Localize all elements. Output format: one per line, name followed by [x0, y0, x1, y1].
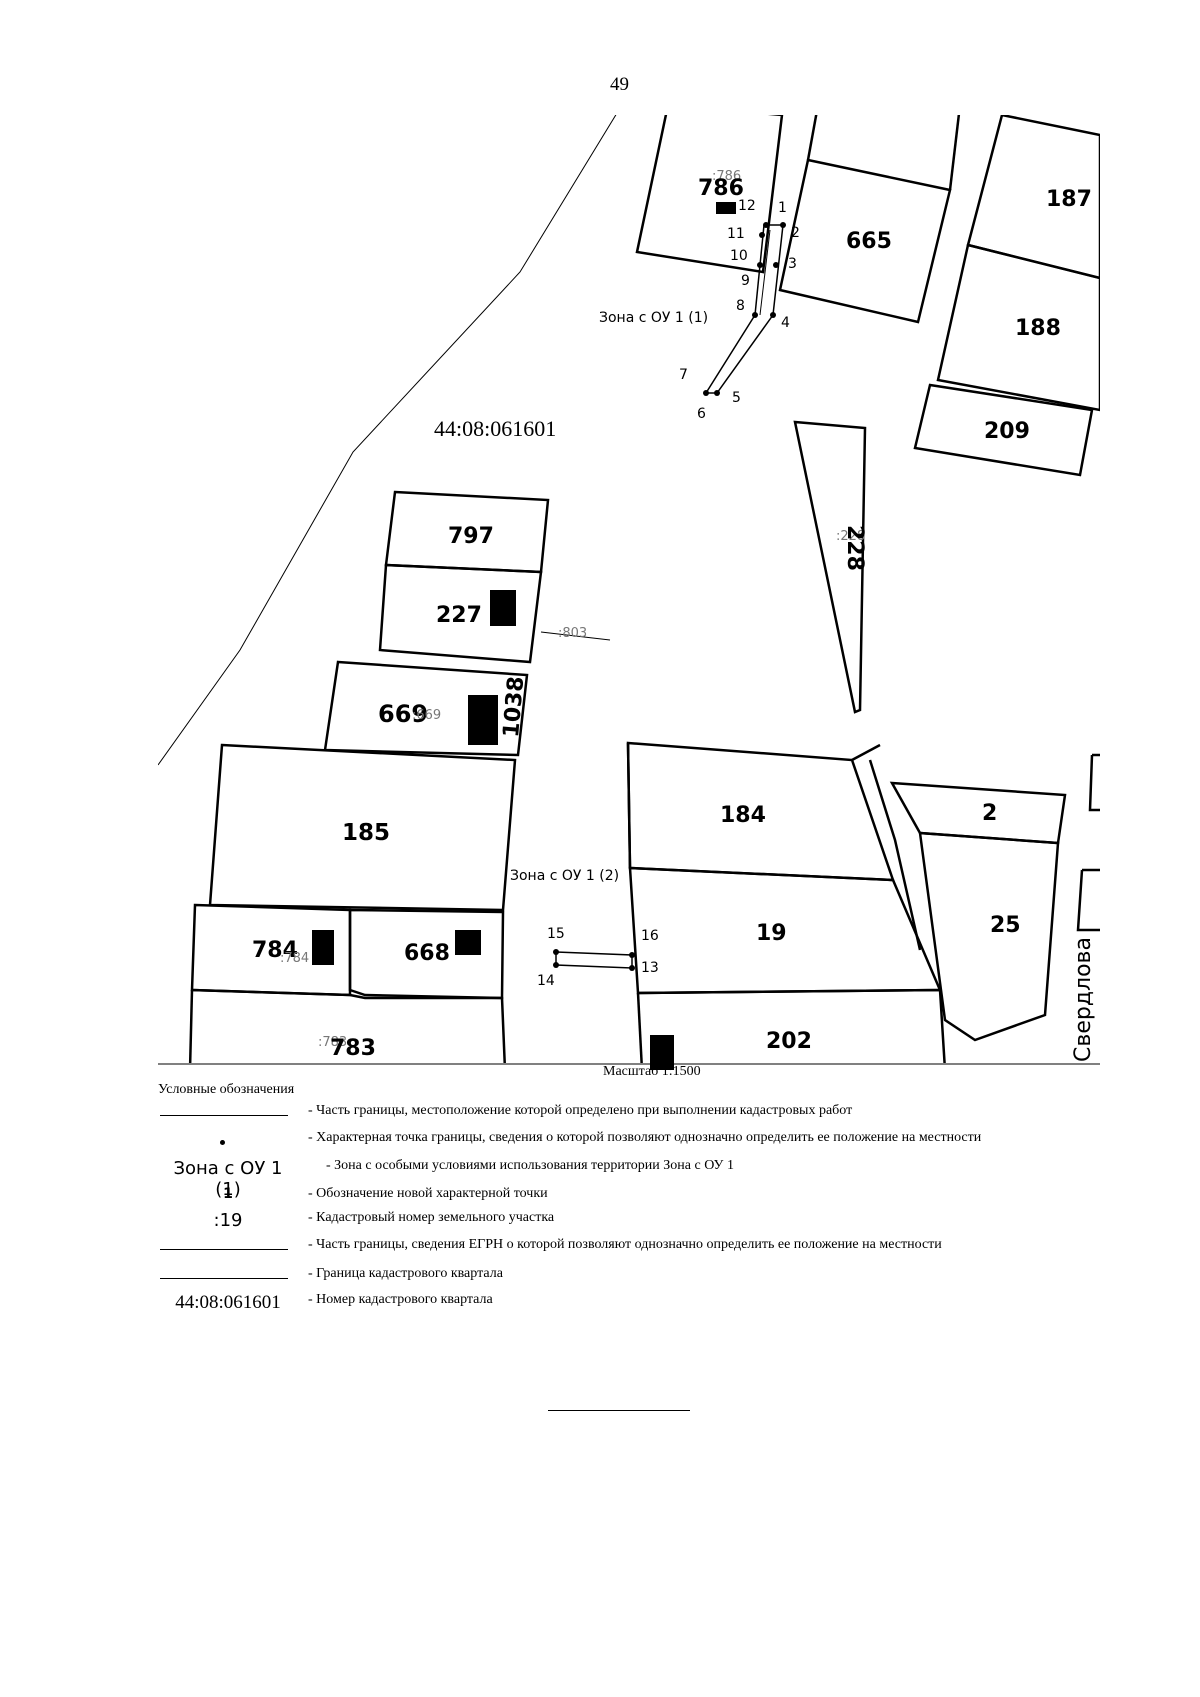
parcel-185: 185 — [342, 820, 390, 846]
parcel-209: 209 — [984, 419, 1030, 444]
parcel-668-outline — [348, 908, 505, 1000]
parcel-187-outline — [966, 115, 1100, 280]
parcel-669-outline — [323, 660, 529, 757]
legend-row-1: - Часть границы, местоположение которой … — [158, 1103, 1188, 1129]
point-15: 15 — [547, 926, 565, 942]
zone-2-label: Зона с ОУ 1 (2) — [510, 868, 619, 884]
point-7: 7 — [679, 367, 688, 383]
point-1: 1 — [778, 200, 787, 216]
point-16: 16 — [641, 928, 659, 944]
parcel-25: 25 — [990, 913, 1021, 938]
buildings — [312, 202, 736, 1070]
legend-text-2: - Характерная точка границы, сведения о … — [308, 1130, 982, 1145]
zone-2-strip — [555, 951, 633, 969]
legend-symbol-quarter-number: 44:08:061601 — [175, 1292, 281, 1313]
point-11: 11 — [727, 226, 745, 242]
parcel-1038: 1038 — [499, 675, 529, 738]
point-14: 14 — [537, 973, 555, 989]
parcel-209-outline — [913, 383, 1094, 477]
parcel-188-outline — [936, 243, 1100, 412]
street-label: Свердлова — [1071, 937, 1096, 1062]
parcel-665-outline — [778, 158, 952, 324]
parcel-786-outline — [635, 115, 784, 274]
parcel-2: 2 — [982, 801, 997, 826]
point-4: 4 — [781, 315, 790, 331]
parcel-228-small: :228 — [836, 529, 865, 544]
scale-label: Масштаб 1:1500 — [603, 1064, 701, 1079]
parcel-668: 668 — [404, 941, 450, 966]
quarter-boundary — [158, 115, 617, 766]
parcel-784-small: :784 — [280, 951, 309, 966]
cadastral-map: 44:08:061601 Зона с ОУ 1 (1) Зона с ОУ 1… — [158, 115, 1100, 1070]
legend-title: Условные обозначения — [158, 1082, 295, 1097]
parcel-783-small: :783 — [318, 1035, 347, 1050]
point-9: 9 — [741, 273, 750, 289]
legend-symbol-zone: Зона с ОУ 1 (1) — [173, 1158, 283, 1200]
point-8: 8 — [736, 298, 745, 314]
parcel-797: 797 — [448, 524, 494, 549]
point-2: 2 — [791, 225, 800, 241]
legend-symbol-parcel-number: :19 — [213, 1210, 243, 1231]
legend-text-6: - Часть границы, сведения ЕГРН о которой… — [308, 1237, 942, 1252]
point-10: 10 — [730, 248, 748, 264]
parcel-2-outline — [889, 781, 1067, 845]
legend-text-5: - Кадастровый номер земельного участка — [308, 1210, 555, 1225]
legend-row-6: - Часть границы, сведения ЕГРН о которой… — [158, 1237, 1188, 1263]
legend-row-4: 1 - Обозначение новой характерной точки — [158, 1186, 1188, 1212]
point-13: 13 — [641, 960, 659, 976]
parcel-669-small: :669 — [412, 708, 441, 723]
point-6: 6 — [697, 406, 706, 422]
parcel-19: 19 — [756, 921, 787, 946]
parcel-202: 202 — [766, 1029, 812, 1054]
legend-row-3: Зона с ОУ 1 (1) - Зона с особыми условия… — [158, 1158, 1188, 1200]
legend-text-4: - Обозначение новой характерной точки — [308, 1186, 548, 1201]
parcel-783-outline — [191, 988, 506, 1063]
parcel-786-small: :786 — [712, 169, 741, 184]
parcel-187: 187 — [1046, 187, 1092, 212]
parcel-669: 669 — [378, 700, 428, 728]
legend-text-7: - Граница кадастрового квартала — [308, 1266, 503, 1281]
legend-row-8: 44:08:061601 - Номер кадастрового кварта… — [158, 1292, 1188, 1318]
legend-text-8: - Номер кадастрового квартала — [308, 1292, 493, 1307]
legend-row-7: - Граница кадастрового квартала — [158, 1266, 1188, 1292]
parcel-228-outline — [793, 420, 867, 714]
parcel-227: 227 — [436, 603, 482, 628]
boundary-points — [553, 222, 786, 971]
parcel-228: 228 — [842, 525, 867, 571]
quarter-number-label: 44:08:061601 — [434, 416, 556, 441]
parcel-227-outline — [378, 563, 543, 664]
parcel-784: 784 — [252, 938, 298, 963]
point-5: 5 — [732, 390, 741, 406]
parcel-25-outline — [918, 831, 1060, 1042]
zone-1-label: Зона с ОУ 1 (1) — [599, 310, 708, 326]
parcel-184: 184 — [720, 803, 766, 828]
parcel-803: :803 — [558, 626, 587, 641]
point-12: 12 — [738, 198, 756, 214]
page-number: 49 — [610, 74, 629, 95]
point-3: 3 — [788, 256, 797, 272]
legend-row-5: :19 - Кадастровый номер земельного участ… — [158, 1210, 1188, 1236]
footer-divider — [548, 1410, 690, 1411]
legend-row-2: - Характерная точка границы, сведения о … — [158, 1130, 1188, 1156]
legend-text-3: - Зона с особыми условиями использования… — [326, 1158, 734, 1173]
legend-symbol-point-number: 1 — [223, 1186, 233, 1202]
parcel-185-outline — [208, 743, 517, 912]
parcel-188: 188 — [1015, 316, 1061, 341]
parcel-665-top — [806, 115, 818, 161]
parcel-665: 665 — [846, 229, 892, 254]
parcel-786: 786 — [698, 176, 744, 201]
legend-text-1: - Часть границы, местоположение которой … — [308, 1103, 853, 1118]
parcel-783: 783 — [330, 1036, 376, 1061]
